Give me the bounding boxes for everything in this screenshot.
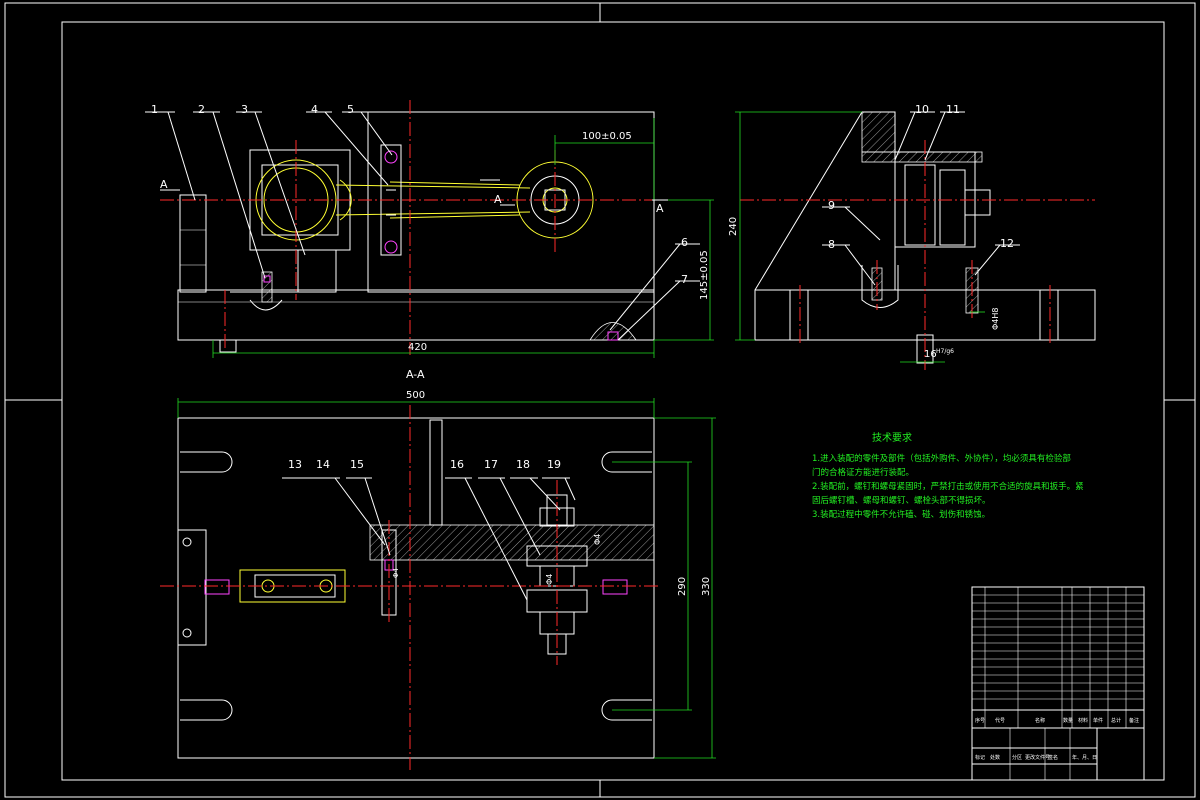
tb-header-4: 材料 bbox=[1078, 717, 1088, 724]
callout-13: 13 bbox=[288, 458, 302, 471]
section-view-aa bbox=[160, 398, 716, 770]
callout-8: 8 bbox=[828, 238, 835, 251]
callout-1: 1 bbox=[151, 103, 158, 116]
tech-req-line-2: 门的合格证方能进行装配。 bbox=[812, 467, 914, 478]
callout-18: 18 bbox=[516, 458, 530, 471]
dim-420: 420 bbox=[408, 342, 427, 353]
tech-req-line-5: 3.装配过程中零件不允许磕、碰、划伤和锈蚀。 bbox=[812, 509, 990, 520]
tb-footer-2: 分区 bbox=[1012, 754, 1022, 761]
dim-145: 145±0.05 bbox=[699, 250, 710, 300]
callout-4: 4 bbox=[311, 103, 318, 116]
tb-header-1: 代号 bbox=[995, 717, 1005, 724]
tech-req-line-1: 1.进入装配的零件及部件（包括外购件、外协件），均必须具有检验部 bbox=[812, 453, 1071, 464]
callout-12: 12 bbox=[1000, 237, 1014, 250]
tech-req-line-4: 固后螺钉槽、螺母和螺钉、螺栓头部不得损坏。 bbox=[812, 495, 991, 506]
front-view bbox=[160, 100, 714, 358]
tb-header-0: 序号 bbox=[975, 717, 985, 724]
tech-req-title: 技术要求 bbox=[872, 431, 912, 444]
section-mark-a-left: A bbox=[160, 178, 168, 191]
tb-header-6: 总计 bbox=[1111, 717, 1121, 724]
tb-header-5: 单件 bbox=[1093, 717, 1103, 724]
dim-290: 290 bbox=[677, 577, 688, 596]
tb-header-7: 备注 bbox=[1129, 717, 1139, 724]
tb-header-2: 名称 bbox=[1035, 717, 1045, 724]
dim-100: 100±0.05 bbox=[582, 131, 632, 142]
dim-500: 500 bbox=[406, 390, 425, 401]
dim-330: 330 bbox=[701, 577, 712, 596]
tb-footer-0: 标记 bbox=[975, 754, 985, 761]
drawing-frame bbox=[4, 2, 1196, 798]
callout-15: 15 bbox=[350, 458, 364, 471]
dim-phi-small: Φ4 bbox=[593, 534, 602, 545]
tb-footer-3: 更改文件号 bbox=[1025, 754, 1050, 761]
dim-16-tolerance: H7/g6 bbox=[936, 348, 954, 355]
title-block bbox=[971, 586, 1145, 781]
callout-10: 10 bbox=[915, 103, 929, 116]
dim-phi-mid2: Φ4 bbox=[392, 567, 400, 578]
tb-footer-4: 签名 bbox=[1048, 754, 1058, 761]
callout-17: 17 bbox=[484, 458, 498, 471]
tech-req-line-3: 2.装配前，螺钉和螺母紧固时，严禁打击或使用不合适的旋具和扳手。紧 bbox=[812, 481, 1084, 492]
callout-2: 2 bbox=[198, 103, 205, 116]
callout-14: 14 bbox=[316, 458, 330, 471]
dim-phi-mid: Φ4 bbox=[545, 574, 554, 585]
dim-240: 240 bbox=[728, 217, 739, 236]
callout-16: 16 bbox=[450, 458, 464, 471]
front-leaders bbox=[145, 111, 700, 341]
tb-footer-1: 处数 bbox=[990, 754, 1000, 761]
side-view bbox=[735, 111, 1096, 370]
callout-19: 19 bbox=[547, 458, 561, 471]
callout-5: 5 bbox=[347, 103, 354, 116]
section-mark-a-mid: A bbox=[494, 193, 502, 206]
callout-11: 11 bbox=[946, 103, 960, 116]
section-mark-a-right: A bbox=[656, 202, 664, 215]
callout-9: 9 bbox=[828, 199, 835, 212]
dim-16: 16 bbox=[924, 349, 937, 360]
callout-3: 3 bbox=[241, 103, 248, 116]
callout-6: 6 bbox=[681, 236, 688, 249]
tb-footer-5: 年、月、日 bbox=[1072, 754, 1097, 761]
callout-7: 7 bbox=[681, 273, 688, 286]
tb-header-3: 数量 bbox=[1063, 717, 1073, 724]
dim-phi-right: Φ4H8 bbox=[991, 308, 1000, 331]
section-title: A-A bbox=[406, 368, 425, 381]
